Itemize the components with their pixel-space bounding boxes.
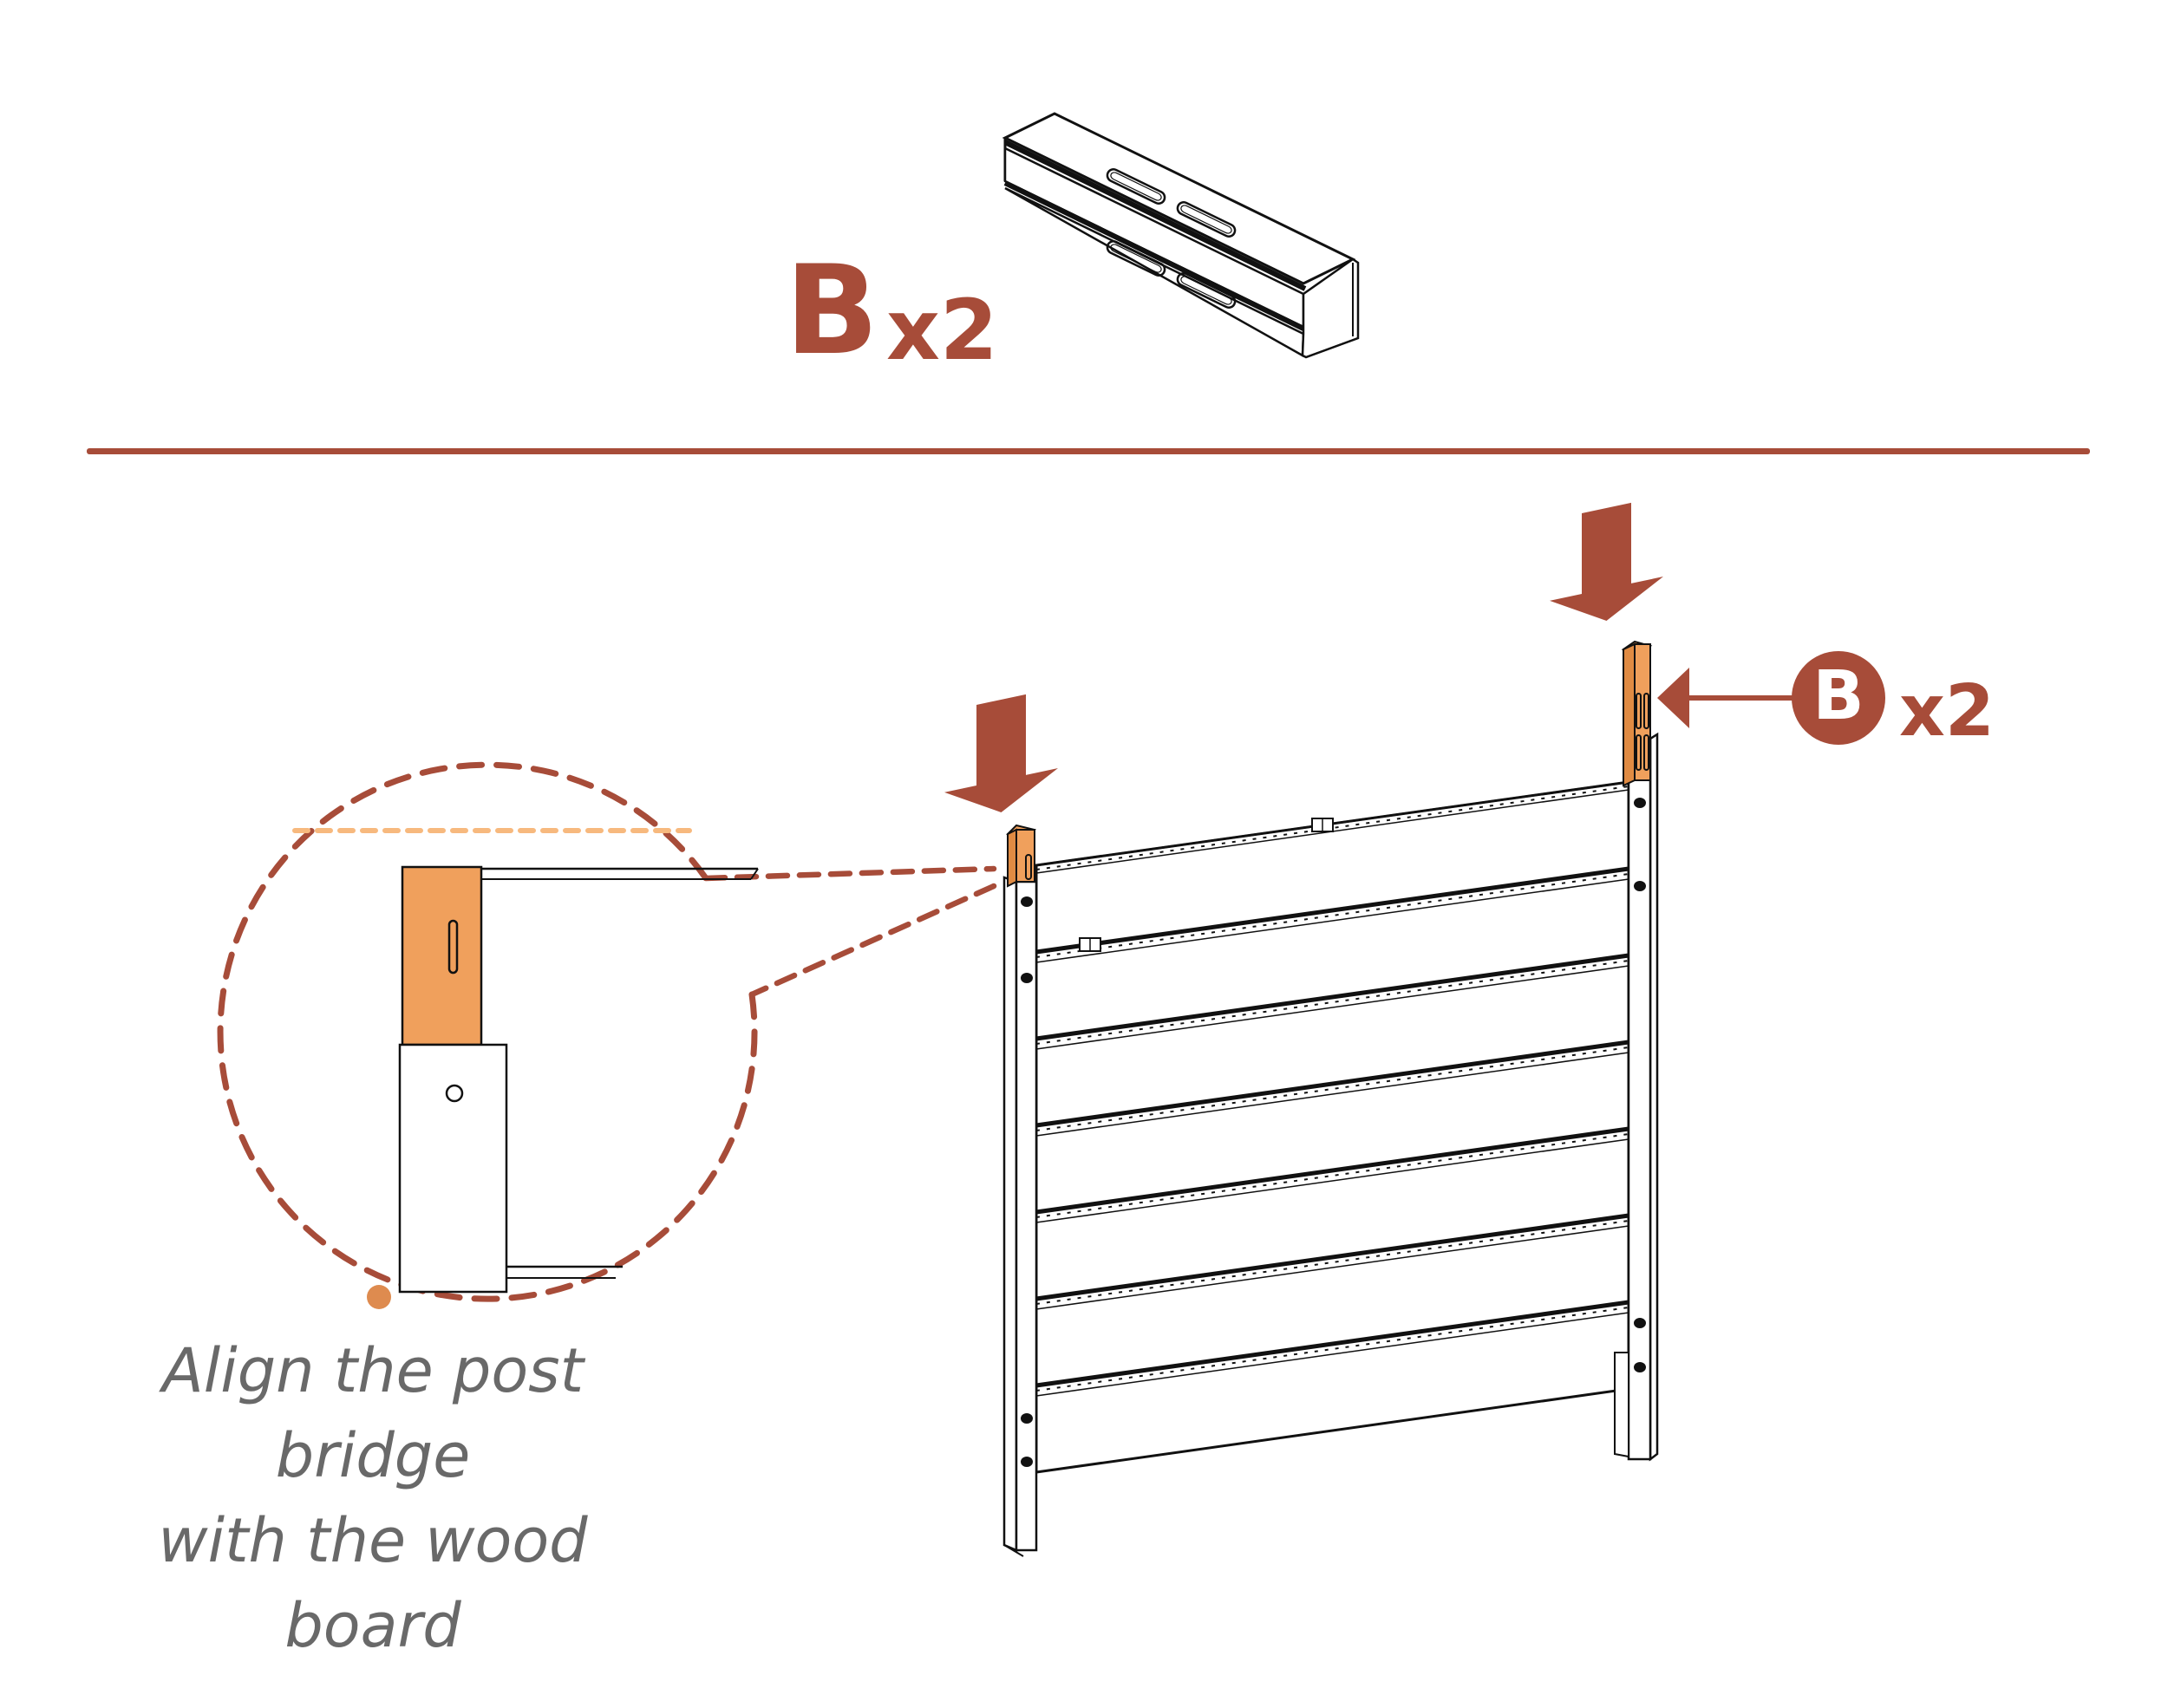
detail-zoom-callout [217,761,997,1309]
marker-dot [367,1285,391,1309]
part-badge: B [1792,651,1885,745]
lower-board-edge [506,1265,623,1279]
part-quantity: x2 [886,282,998,379]
post-bridge-right [1621,640,1653,787]
part-label: B [785,239,878,382]
slot-holes [1106,168,1237,309]
board-rails [1035,866,1629,1397]
badge-leader-arrow-icon [1657,668,1793,728]
post-holes [1021,896,1033,1467]
panel-drawing [1002,640,1659,1557]
left-post [1002,876,1038,1557]
bridge-slots [1636,693,1649,771]
wood-board-edge [481,867,759,880]
part-badge-letter: B [1812,657,1864,735]
post-bridge-left [1006,824,1036,888]
push-down-arrow-icon [1550,502,1663,621]
rail-clips [1079,818,1334,952]
post-holes [1634,798,1646,1372]
post-bridge-detail [401,865,483,1046]
section-divider [87,448,2090,454]
part-b-channel-icon [1002,112,1360,359]
part-badge-quantity: x2 [1899,670,1995,753]
push-down-arrow-icon [944,694,1058,812]
instruction-caption: Align the post bridge with the wood boar… [158,1335,588,1661]
post-detail [398,1043,508,1294]
